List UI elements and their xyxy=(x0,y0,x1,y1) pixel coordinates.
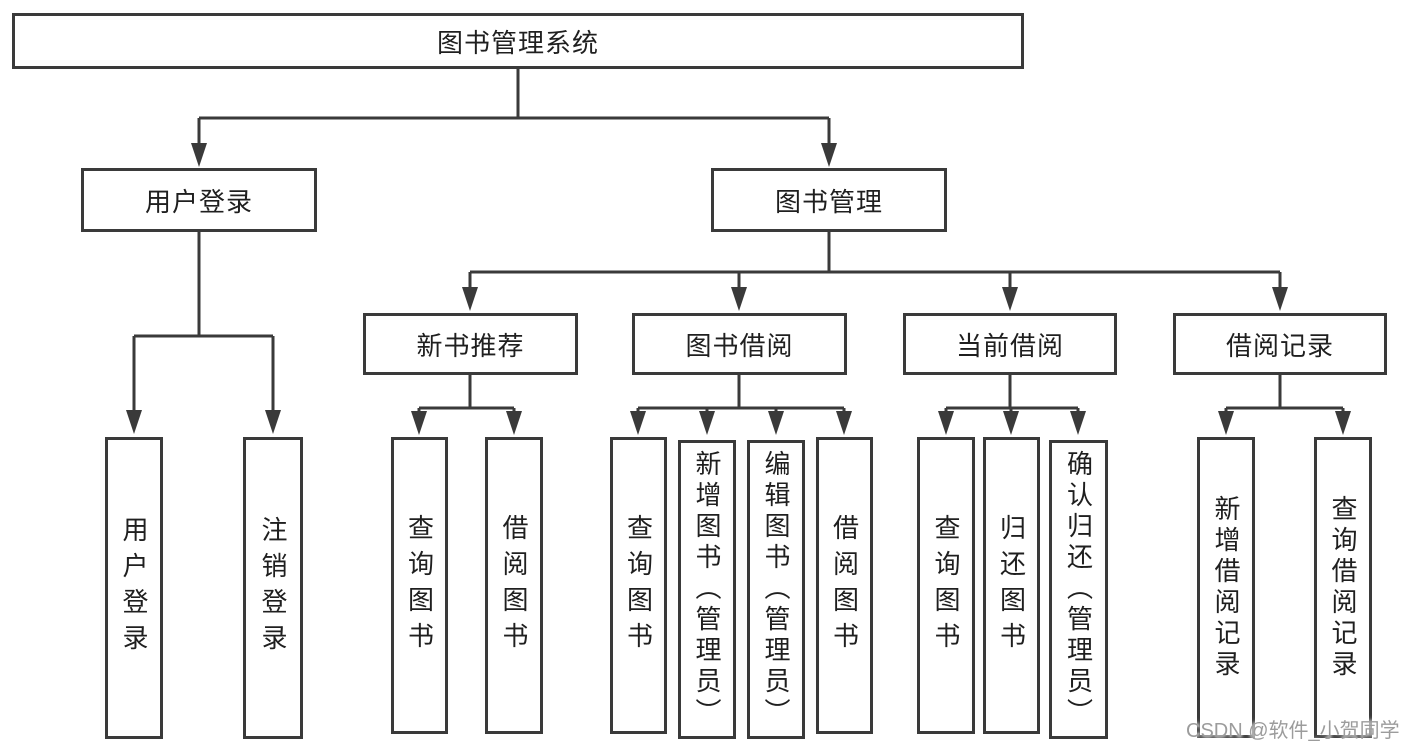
arrow-icon xyxy=(126,410,142,434)
arrow-icon xyxy=(836,411,852,435)
leaf-label: 借阅图书 xyxy=(829,513,860,658)
leaf-label: 用户登录 xyxy=(119,516,149,660)
connector-current-borrow-branch xyxy=(944,375,1080,413)
arrow-icon xyxy=(1003,411,1019,435)
node-book-management: 图书管理 xyxy=(711,168,947,232)
leaf-label: 查询图书 xyxy=(404,513,435,658)
connector-new-books-branch xyxy=(417,375,516,413)
arrow-icon xyxy=(1070,411,1086,435)
leaf-edit-books-admin: 编辑图书（管理员） xyxy=(747,440,805,739)
arrow-icon xyxy=(699,411,715,435)
arrow-icon xyxy=(821,143,837,167)
connector-book-borrow-branch xyxy=(636,375,846,413)
connector-root-to-level2 xyxy=(197,69,831,145)
arrow-icon xyxy=(731,287,747,311)
arrow-icon xyxy=(462,287,478,311)
csdn-watermark: CSDN @软件_小贺同学 xyxy=(1186,720,1400,742)
connector-borrow-records-branch xyxy=(1224,375,1345,413)
node-user-login: 用户登录 xyxy=(81,168,317,232)
arrow-icon xyxy=(1272,287,1288,311)
leaf-query-books-borrow: 查询图书 xyxy=(610,437,667,734)
connector-user-login-branch xyxy=(132,232,275,412)
arrow-icon xyxy=(411,411,427,435)
node-current-borrow: 当前借阅 xyxy=(903,313,1117,375)
node-label: 借阅记录 xyxy=(1225,330,1334,361)
leaf-query-borrow-record: 查询借阅记录 xyxy=(1314,437,1372,738)
arrow-icon xyxy=(938,411,954,435)
leaf-query-books-newbooks: 查询图书 xyxy=(391,437,448,734)
arrow-icon xyxy=(191,143,207,167)
leaf-label: 查询借阅记录 xyxy=(1328,494,1358,681)
leaf-confirm-return-admin: 确认归还（管理员） xyxy=(1049,440,1108,739)
arrow-icon xyxy=(630,411,646,435)
arrow-icon xyxy=(1002,287,1018,311)
leaf-label: 归还图书 xyxy=(996,513,1027,658)
arrow-icon xyxy=(1335,411,1351,435)
leaf-user-login: 用户登录 xyxy=(105,437,163,739)
arrow-icon xyxy=(1218,411,1234,435)
node-borrow-records: 借阅记录 xyxy=(1173,313,1387,375)
node-library-system: 图书管理系统 xyxy=(12,13,1024,69)
leaf-add-books-admin: 新增图书（管理员） xyxy=(678,440,736,739)
node-label: 用户登录 xyxy=(144,186,253,217)
node-book-borrow: 图书借阅 xyxy=(632,313,847,375)
leaf-label: 新增借阅记录 xyxy=(1211,494,1241,681)
node-new-book-recommend: 新书推荐 xyxy=(363,313,578,375)
node-label: 图书管理 xyxy=(774,186,883,217)
leaf-label: 注销登录 xyxy=(258,516,288,660)
arrow-icon xyxy=(506,411,522,435)
leaf-return-books: 归还图书 xyxy=(983,437,1040,734)
arrowheads xyxy=(126,143,1351,435)
connector-book-management-branch xyxy=(468,232,1282,289)
node-label: 图书管理系统 xyxy=(436,27,599,58)
leaf-label: 查询图书 xyxy=(931,513,961,658)
leaf-query-books-current: 查询图书 xyxy=(917,437,975,734)
leaf-borrow-books-borrow: 借阅图书 xyxy=(816,437,873,734)
node-label: 新书推荐 xyxy=(416,330,525,361)
arrow-icon xyxy=(265,410,281,434)
leaf-logout: 注销登录 xyxy=(243,437,303,739)
leaf-label: 新增图书（管理员） xyxy=(692,450,722,729)
leaf-label: 借阅图书 xyxy=(499,513,529,658)
leaf-label: 确认归还（管理员） xyxy=(1063,450,1094,729)
node-label: 当前借阅 xyxy=(955,330,1064,361)
node-label: 图书借阅 xyxy=(685,330,794,361)
leaf-label: 查询图书 xyxy=(623,513,654,658)
leaf-add-borrow-record: 新增借阅记录 xyxy=(1197,437,1255,738)
leaf-borrow-books-newbooks: 借阅图书 xyxy=(485,437,543,734)
arrow-icon xyxy=(768,411,784,435)
leaf-label: 编辑图书（管理员） xyxy=(761,450,791,729)
